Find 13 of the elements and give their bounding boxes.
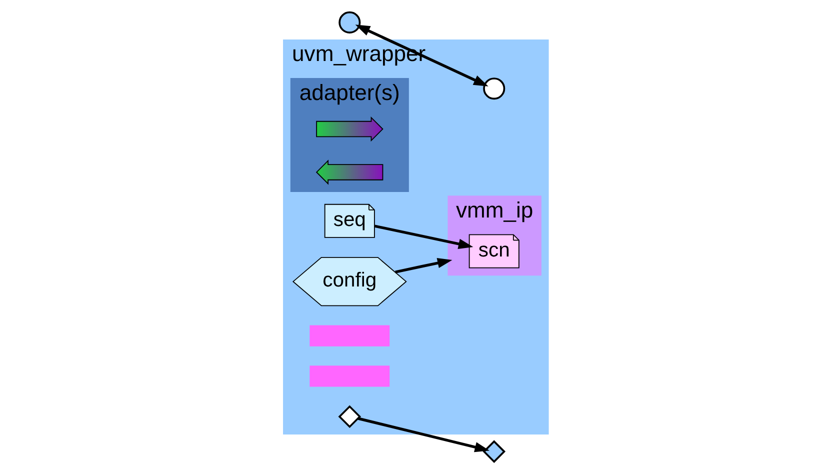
arrow xyxy=(374,224,474,249)
node-circle xyxy=(338,11,361,34)
node-bar xyxy=(310,366,390,387)
node-diamond xyxy=(338,405,362,428)
arrow xyxy=(358,417,490,452)
node-pentagon xyxy=(316,116,384,142)
node-circle xyxy=(483,78,506,100)
cluster: adapter(s) xyxy=(290,78,409,192)
arrow xyxy=(395,258,452,274)
node-diamond xyxy=(482,440,506,463)
arrow xyxy=(355,24,488,86)
node-pentagon xyxy=(316,160,384,185)
node-bar xyxy=(310,325,390,346)
